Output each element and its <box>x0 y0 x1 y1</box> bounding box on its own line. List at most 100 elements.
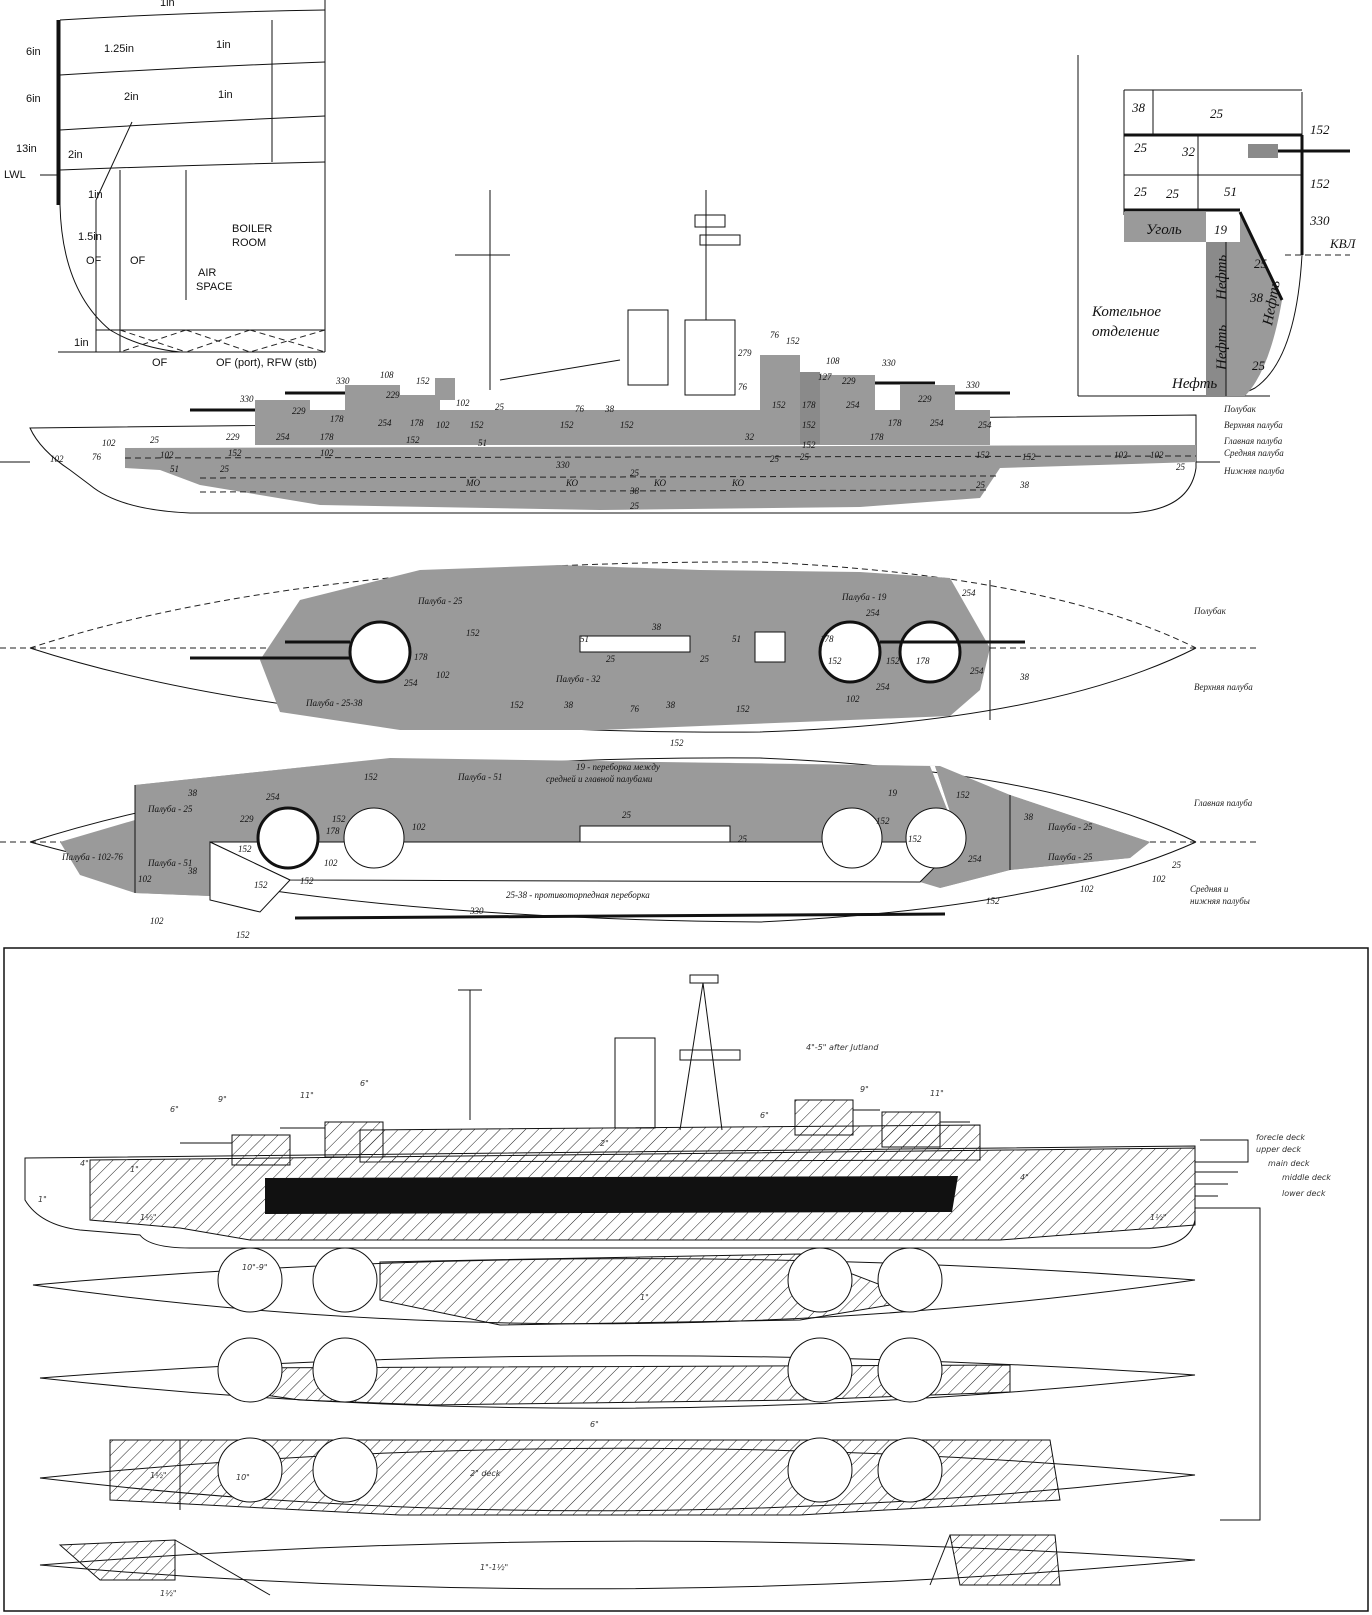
label: 38 <box>604 404 615 414</box>
annotation: 10" <box>236 1473 250 1482</box>
label: Палуба - 51 <box>457 772 502 782</box>
annotation: 1" <box>640 1293 649 1302</box>
label: 330 <box>335 376 350 386</box>
label: 25 <box>1134 140 1148 155</box>
label: 178 <box>320 432 334 442</box>
annotation: 6" <box>760 1111 769 1120</box>
hand-sketch-plans <box>32 1247 1196 1596</box>
label: 152 <box>620 420 634 430</box>
hand-sketch-profile <box>24 974 1261 1521</box>
label: 152 <box>510 700 524 710</box>
ship-profile-labels: 330 229 229 254 152 178 330 108 229 254 … <box>50 330 1285 511</box>
label: 229 <box>842 376 856 386</box>
deck-label: forecle deck <box>1256 1133 1305 1142</box>
label: 76 <box>770 330 780 340</box>
label: 1.5in <box>78 231 102 243</box>
label: 254 <box>930 418 944 428</box>
label: 178 <box>330 414 344 424</box>
annotation: 2" deck <box>470 1469 501 1478</box>
label: 152 <box>908 834 922 844</box>
label: 152 <box>466 628 480 638</box>
annotation: 2" <box>600 1139 609 1148</box>
label: 330 <box>881 358 896 368</box>
label: 1in <box>74 337 89 349</box>
label: 38 <box>629 486 640 496</box>
label: Палуба - 25 <box>417 596 463 606</box>
label: Нефть <box>1214 325 1230 371</box>
label: 152 <box>236 930 250 940</box>
label: МО <box>465 478 480 488</box>
label: 102 <box>150 916 164 926</box>
label: 51 <box>1224 184 1237 199</box>
label: 38 <box>1023 812 1034 822</box>
label: 102 <box>846 694 860 704</box>
label: 254 <box>876 682 890 692</box>
label: КО <box>731 478 745 488</box>
label: 6in <box>26 46 41 58</box>
label: 330 <box>1309 213 1330 228</box>
label: 51 <box>580 634 589 644</box>
deck-label: Полубак <box>1193 606 1227 616</box>
label: 254 <box>968 854 982 864</box>
label: 102 <box>1080 884 1094 894</box>
label: 178 <box>916 656 930 666</box>
label: 25 <box>700 654 710 664</box>
label: 25 <box>800 452 810 462</box>
label: 330 <box>965 380 980 390</box>
deck-label: нижняя палубы <box>1190 896 1250 906</box>
plan-lower-decks-labels: Палуба - 51 19 - переборка между средней… <box>61 762 1253 940</box>
label: 254 <box>866 608 880 618</box>
label: 254 <box>970 666 984 676</box>
label: 32 <box>744 432 755 442</box>
label: 102 <box>160 450 174 460</box>
russian-cross-section-labels: 38 25 152 25 32 25 25 51 152 Уголь 19 33… <box>1091 100 1357 392</box>
label: 76 <box>738 382 748 392</box>
label: 25 <box>1176 462 1186 472</box>
annotation: 6" <box>360 1079 369 1088</box>
label: 229 <box>240 814 254 824</box>
label: 152 <box>670 738 684 748</box>
label: 25 <box>1134 184 1148 199</box>
label: 2in <box>124 91 139 103</box>
label: 25 <box>738 834 748 844</box>
label: 254 <box>266 792 280 802</box>
label: 178 <box>820 634 834 644</box>
label: Палуба - 51 <box>147 858 192 868</box>
annotation: 10"-9" <box>242 1263 268 1272</box>
label: 152 <box>238 844 252 854</box>
label: 254 <box>378 418 392 428</box>
label: 6in <box>26 93 41 105</box>
label: 152 <box>736 704 750 714</box>
label: 102 <box>320 448 334 458</box>
label: 279 <box>738 348 752 358</box>
label: 102 <box>456 398 470 408</box>
label: 152 <box>886 656 900 666</box>
hand-sketch-frame <box>3 947 1369 1612</box>
label: 254 <box>978 420 992 430</box>
label: 102 <box>50 454 64 464</box>
plan-lower-decks <box>0 757 1260 923</box>
annotation: 9" <box>860 1085 869 1094</box>
label: Палуба - 25 <box>1047 852 1093 862</box>
label: 76 <box>575 404 585 414</box>
label: 152 <box>1310 122 1330 137</box>
label: Палуба - 102-76 <box>61 852 123 862</box>
label: 51 <box>478 438 487 448</box>
label: 76 <box>92 452 102 462</box>
label: 254 <box>404 678 418 688</box>
deck-label: Верхняя палуба <box>1194 682 1253 692</box>
label: 152 <box>1310 176 1330 191</box>
label: 152 <box>300 876 314 886</box>
label: 38 <box>1019 480 1030 490</box>
label: 127 <box>818 372 832 382</box>
label: 25 <box>1254 256 1268 271</box>
label: 152 <box>254 880 268 890</box>
english-cross-section-labels: 1in 6in 1.25in 1in 6in 2in 1in 13in 2in … <box>4 0 317 369</box>
label: 25 <box>630 468 640 478</box>
label: 25 <box>606 654 616 664</box>
annotation: 6" <box>590 1420 599 1429</box>
label: 25 <box>630 501 640 511</box>
deck-label: Нижняя палуба <box>1223 466 1285 476</box>
label: 1in <box>88 189 103 201</box>
label: 254 <box>846 400 860 410</box>
